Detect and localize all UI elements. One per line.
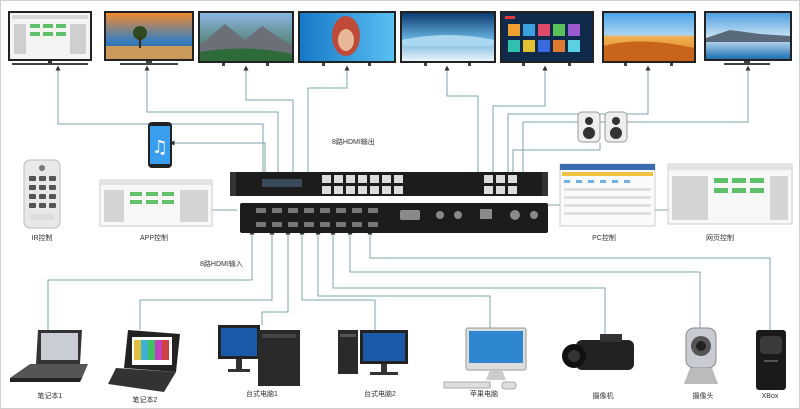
front-panel-buttons: [322, 175, 517, 194]
game-console-icon: [756, 330, 786, 390]
display-8: [704, 11, 792, 65]
laptop-icon: [108, 330, 180, 392]
source-label: 摄像头: [693, 391, 714, 400]
source-1: 笔记本1: [10, 330, 88, 400]
display-7: [602, 11, 696, 66]
source-4: 台式电脑2: [338, 330, 408, 398]
matrix-switcher-front: [230, 172, 548, 196]
display-2: [104, 11, 194, 65]
hdmi-input-label: 8路HDMI输入: [200, 259, 243, 268]
source-label: 笔记本2: [133, 395, 158, 404]
source-label: 台式电脑1: [246, 389, 278, 398]
phone-app: ♫: [148, 122, 172, 168]
speakers: [577, 111, 628, 143]
ir-remote-icon: [23, 159, 61, 229]
desktop-pc-icon: [338, 330, 408, 375]
hdmi-output-label: 8路HDMI输出: [332, 137, 375, 146]
app-ui-screenshot-icon: [99, 179, 213, 227]
source-8: XBox: [756, 330, 786, 400]
display-5: [400, 11, 496, 66]
source-7: 摄像头: [684, 327, 718, 400]
source-6: 摄像机: [562, 334, 634, 400]
source-label: 摄像机: [593, 391, 614, 400]
app-control: APP控制: [99, 179, 213, 242]
desktop-pc-icon: [218, 325, 300, 386]
input-connection-lines: [47, 229, 771, 335]
source-5: 苹果电脑: [443, 327, 527, 398]
web-control-label: 网页控制: [706, 233, 734, 242]
display-4: [298, 11, 396, 66]
ir-remote: IR控制: [23, 159, 61, 242]
matrix-switcher-rear: [240, 203, 548, 233]
imac-icon: [443, 327, 527, 390]
hdmi-ports: [256, 208, 378, 227]
display-3: [198, 11, 294, 66]
web-control: 网页控制: [667, 163, 793, 242]
pc-control: PC控制: [559, 163, 656, 242]
source-label: 台式电脑2: [364, 389, 396, 398]
webcam-icon: [684, 327, 718, 384]
speakers-icon: [577, 111, 628, 143]
pc-control-label: PC控制: [592, 233, 616, 242]
tv-smart-menu-icon: [502, 13, 592, 61]
display-1: [8, 11, 92, 65]
display-6: [500, 11, 594, 66]
source-2: 笔记本2: [108, 330, 180, 404]
ir-control-label: IR控制: [32, 233, 53, 242]
source-3: 台式电脑1: [218, 325, 300, 398]
source-label: XBox: [762, 393, 779, 400]
source-devices: 笔记本1 笔记本2 台式电脑1: [10, 325, 786, 404]
svg-text:♫: ♫: [152, 137, 168, 158]
display-row: [8, 11, 792, 66]
lcd-display: [262, 179, 302, 187]
app-control-label: APP控制: [140, 233, 168, 242]
camcorder-icon: [562, 334, 634, 370]
source-label: 苹果电脑: [470, 389, 498, 398]
laptop-icon: [10, 330, 88, 382]
smartphone-music-icon: ♫: [148, 122, 172, 168]
web-ui-screenshot-icon: [667, 163, 793, 225]
pc-software-screenshot-icon: [559, 163, 656, 227]
source-label: 笔记本1: [38, 391, 63, 400]
